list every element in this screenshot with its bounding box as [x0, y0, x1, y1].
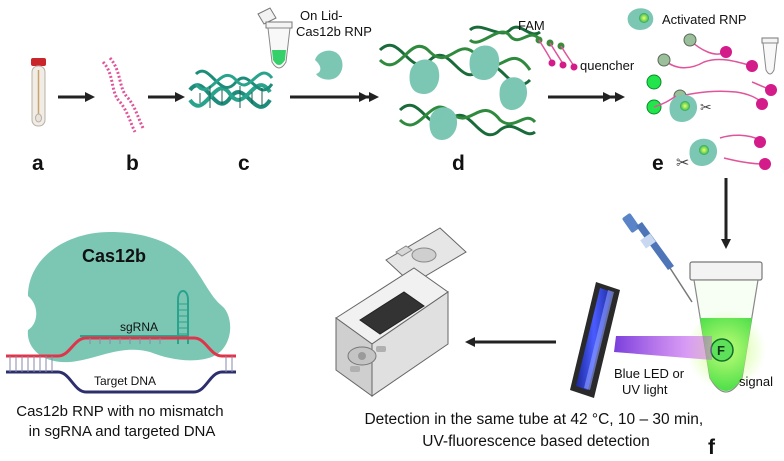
step-label-d: d [452, 152, 465, 175]
step-label-a: a [32, 152, 44, 175]
activated-rnp-legend-icon [627, 8, 654, 31]
detection-caption: Detection in the same tube at 42 °C, 10 … [364, 411, 707, 450]
cas12b-caption: Cas12b RNP with no mismatch in sgRNA and… [16, 403, 227, 440]
uv-lamp-icon [570, 282, 712, 398]
cas12b-title: Cas12b [82, 246, 146, 266]
cleaved-reporters-icon: ✂ ✂ [646, 33, 777, 172]
reaction-tube-small-icon [761, 37, 779, 75]
pipette-icon [622, 213, 693, 303]
svg-text:✂: ✂ [700, 100, 712, 116]
cas12b-rnp-icon [315, 50, 343, 80]
cas12b-schematic [6, 232, 236, 394]
rna-strand-icon [101, 57, 145, 133]
fam-label: FAM [518, 18, 545, 33]
rnp-dna-complex-icon [378, 25, 542, 140]
quencher-label: quencher [580, 58, 635, 73]
dsdna-icon [188, 69, 274, 109]
svg-text:✂: ✂ [676, 153, 689, 172]
on-lid-tube-icon [257, 7, 293, 69]
activated-rnp-label: Activated RNP [662, 12, 747, 27]
step-label-b: b [126, 152, 139, 175]
target-dna-label: Target DNA [94, 374, 156, 388]
signal-label: signal [739, 374, 773, 389]
fam-reporter-icon [535, 36, 578, 71]
sample-tube-icon [31, 58, 46, 127]
portable-reader-icon [335, 227, 467, 397]
step-label-e: e [652, 152, 664, 175]
sgrna-label: sgRNA [120, 320, 158, 334]
on-lid-rnp-label: On Lid- Cas12b RNP [296, 8, 372, 39]
detection-tube-icon [686, 261, 766, 393]
step-label-c: c [238, 152, 250, 175]
blue-led-label: Blue LED or UV light [614, 366, 688, 397]
fluorescence-letter: F [717, 343, 725, 358]
step-label-f: f [708, 436, 716, 459]
